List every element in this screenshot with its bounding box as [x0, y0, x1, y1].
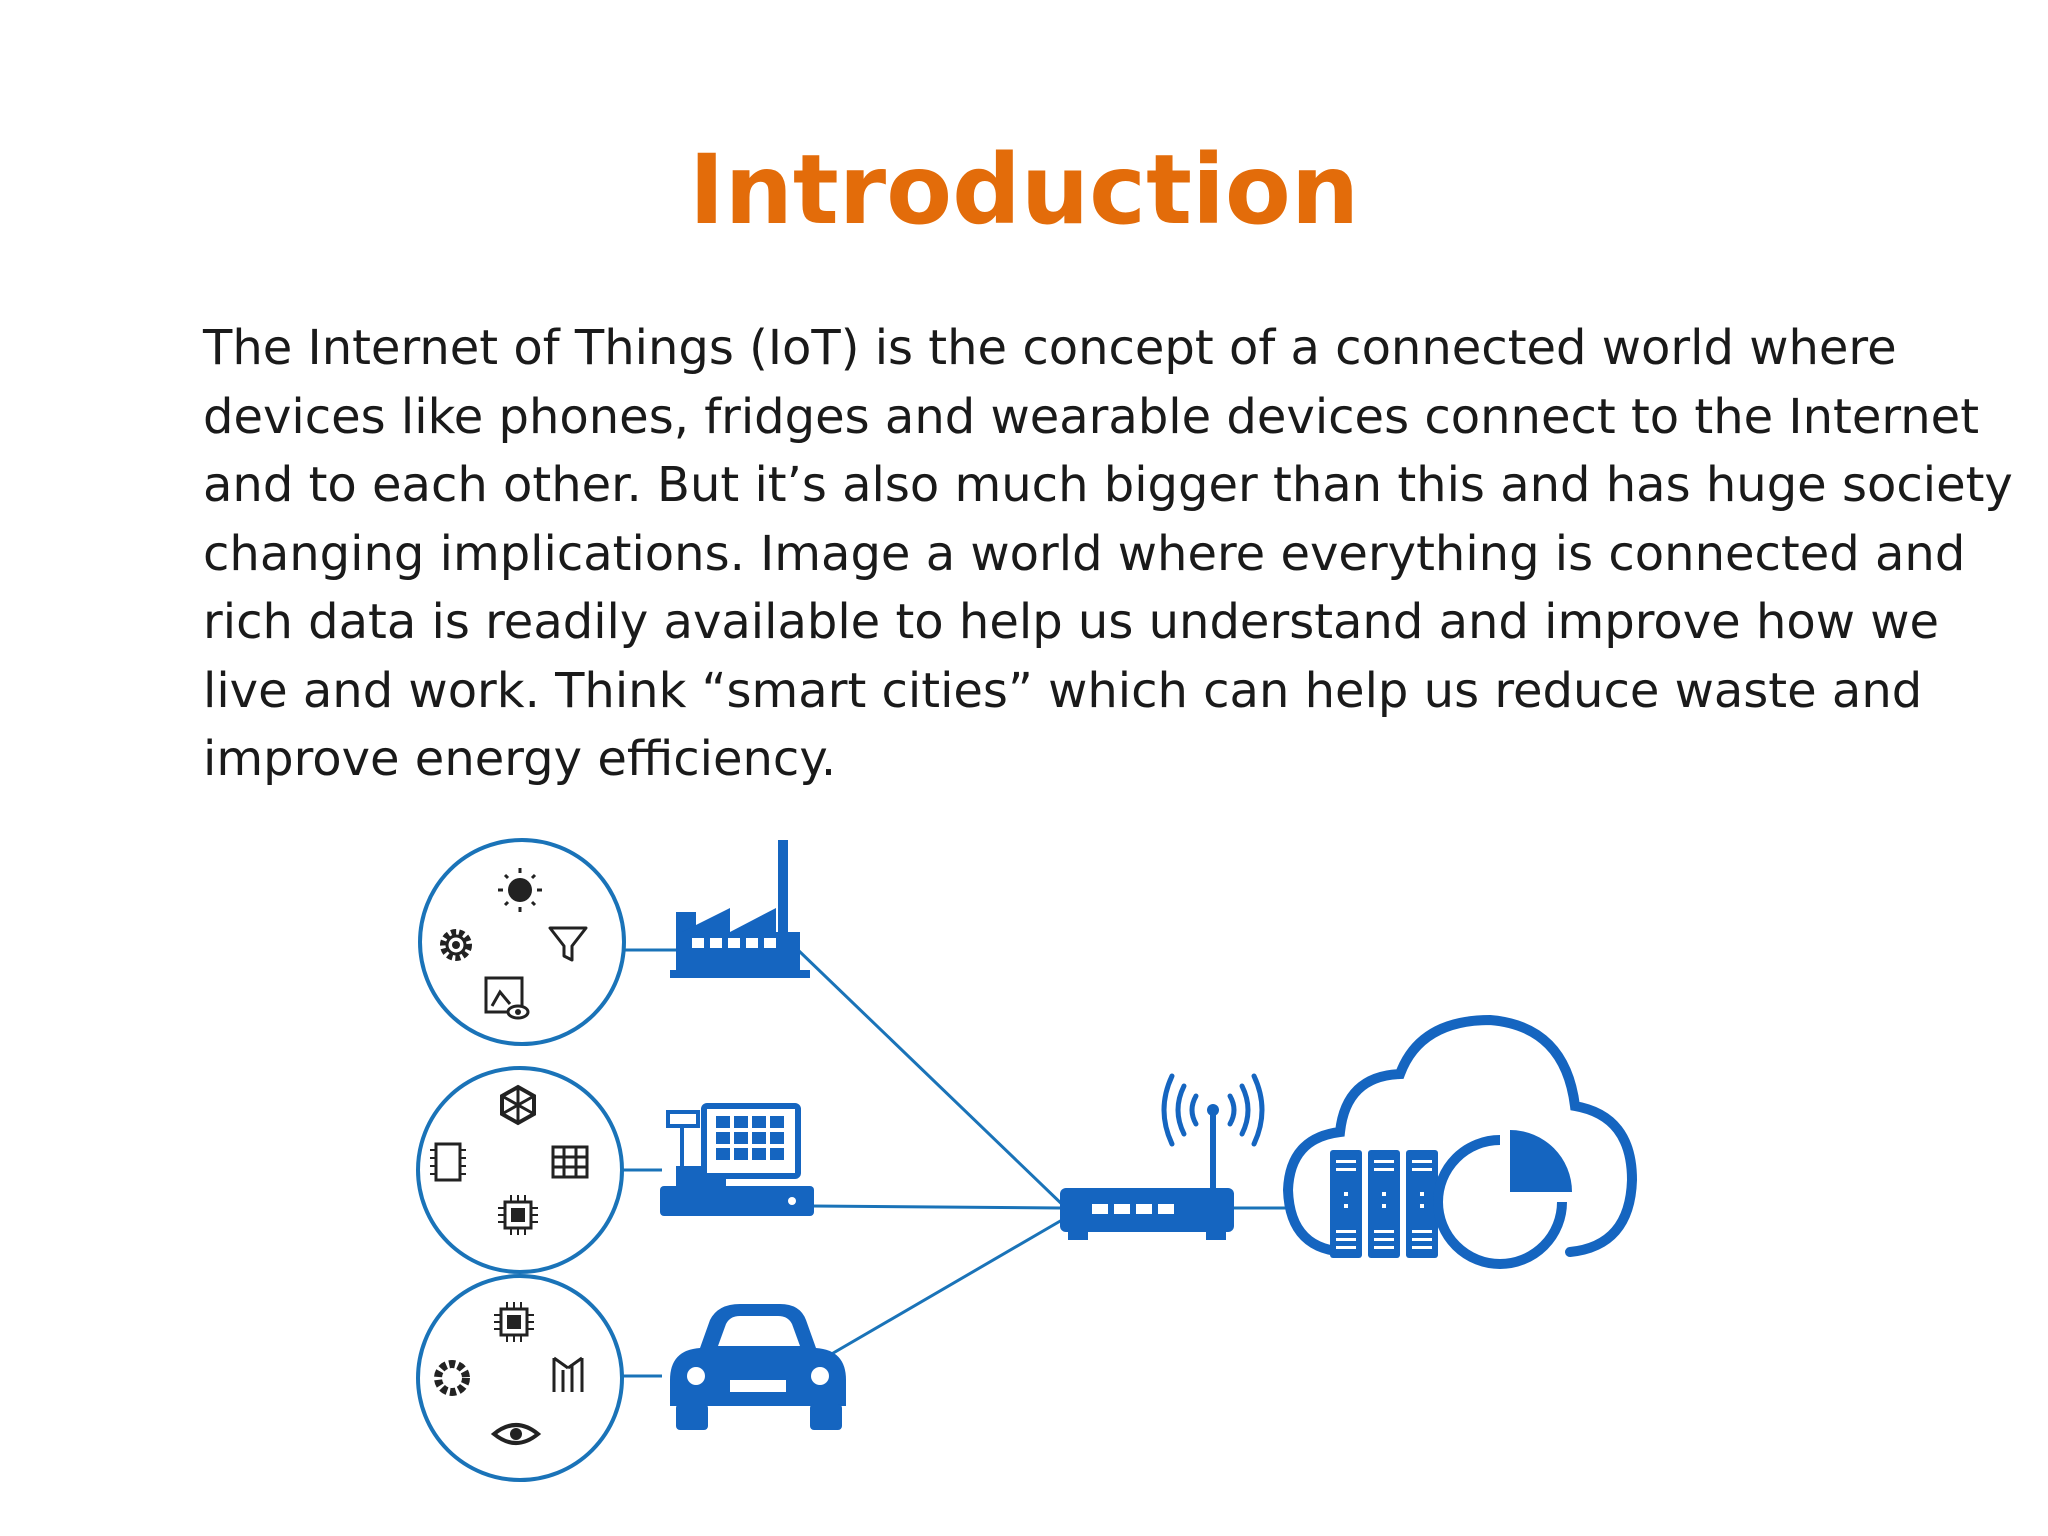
network-node-icon — [500, 1084, 536, 1126]
paragraph-line: changing implications. Image a world whe… — [203, 525, 1966, 582]
wifi-signal-icon — [1161, 1073, 1265, 1147]
router-icon — [1060, 1073, 1265, 1240]
chip-icon — [498, 1195, 538, 1235]
server-rack-icon — [1330, 1150, 1438, 1258]
paragraph-line: devices like phones, fridges and wearabl… — [203, 388, 1980, 445]
memory-card-icon — [430, 1142, 466, 1182]
paragraph-line: The Internet of Things (IoT) is the conc… — [203, 320, 1897, 376]
bar-chart-icon — [552, 1356, 584, 1392]
sensor-group-2 — [416, 1066, 624, 1274]
grid-icon — [551, 1145, 589, 1179]
cloud-icon — [1282, 1014, 1638, 1269]
filter-icon — [548, 926, 588, 962]
point-of-sale-icon — [660, 1103, 814, 1216]
pie-chart-icon — [1433, 1130, 1572, 1269]
gear-icon — [434, 1360, 470, 1396]
factory-icon — [670, 840, 810, 978]
intro-paragraph: The Internet of Things (IoT) is the conc… — [203, 314, 2013, 794]
paragraph-line: and to each other. But it’s also much bi… — [203, 457, 2013, 513]
chip-icon — [494, 1302, 534, 1342]
sensor-group-1 — [418, 838, 626, 1046]
paragraph-line: rich data is readily available to help u… — [203, 594, 1940, 650]
eye-icon — [490, 1423, 542, 1445]
paragraph-line: live and work. Think “smart cities” whic… — [203, 662, 1923, 719]
gear-icon — [440, 929, 472, 961]
car-icon — [670, 1304, 846, 1430]
slide-title: Introduction — [688, 134, 1360, 246]
connection-lines — [622, 948, 1290, 1378]
paragraph-line: improve energy efficiency. — [203, 731, 837, 787]
sun-icon — [498, 868, 542, 912]
image-eye-icon — [484, 976, 530, 1020]
iot-diagram — [416, 838, 1638, 1482]
sensor-group-3 — [416, 1274, 624, 1482]
